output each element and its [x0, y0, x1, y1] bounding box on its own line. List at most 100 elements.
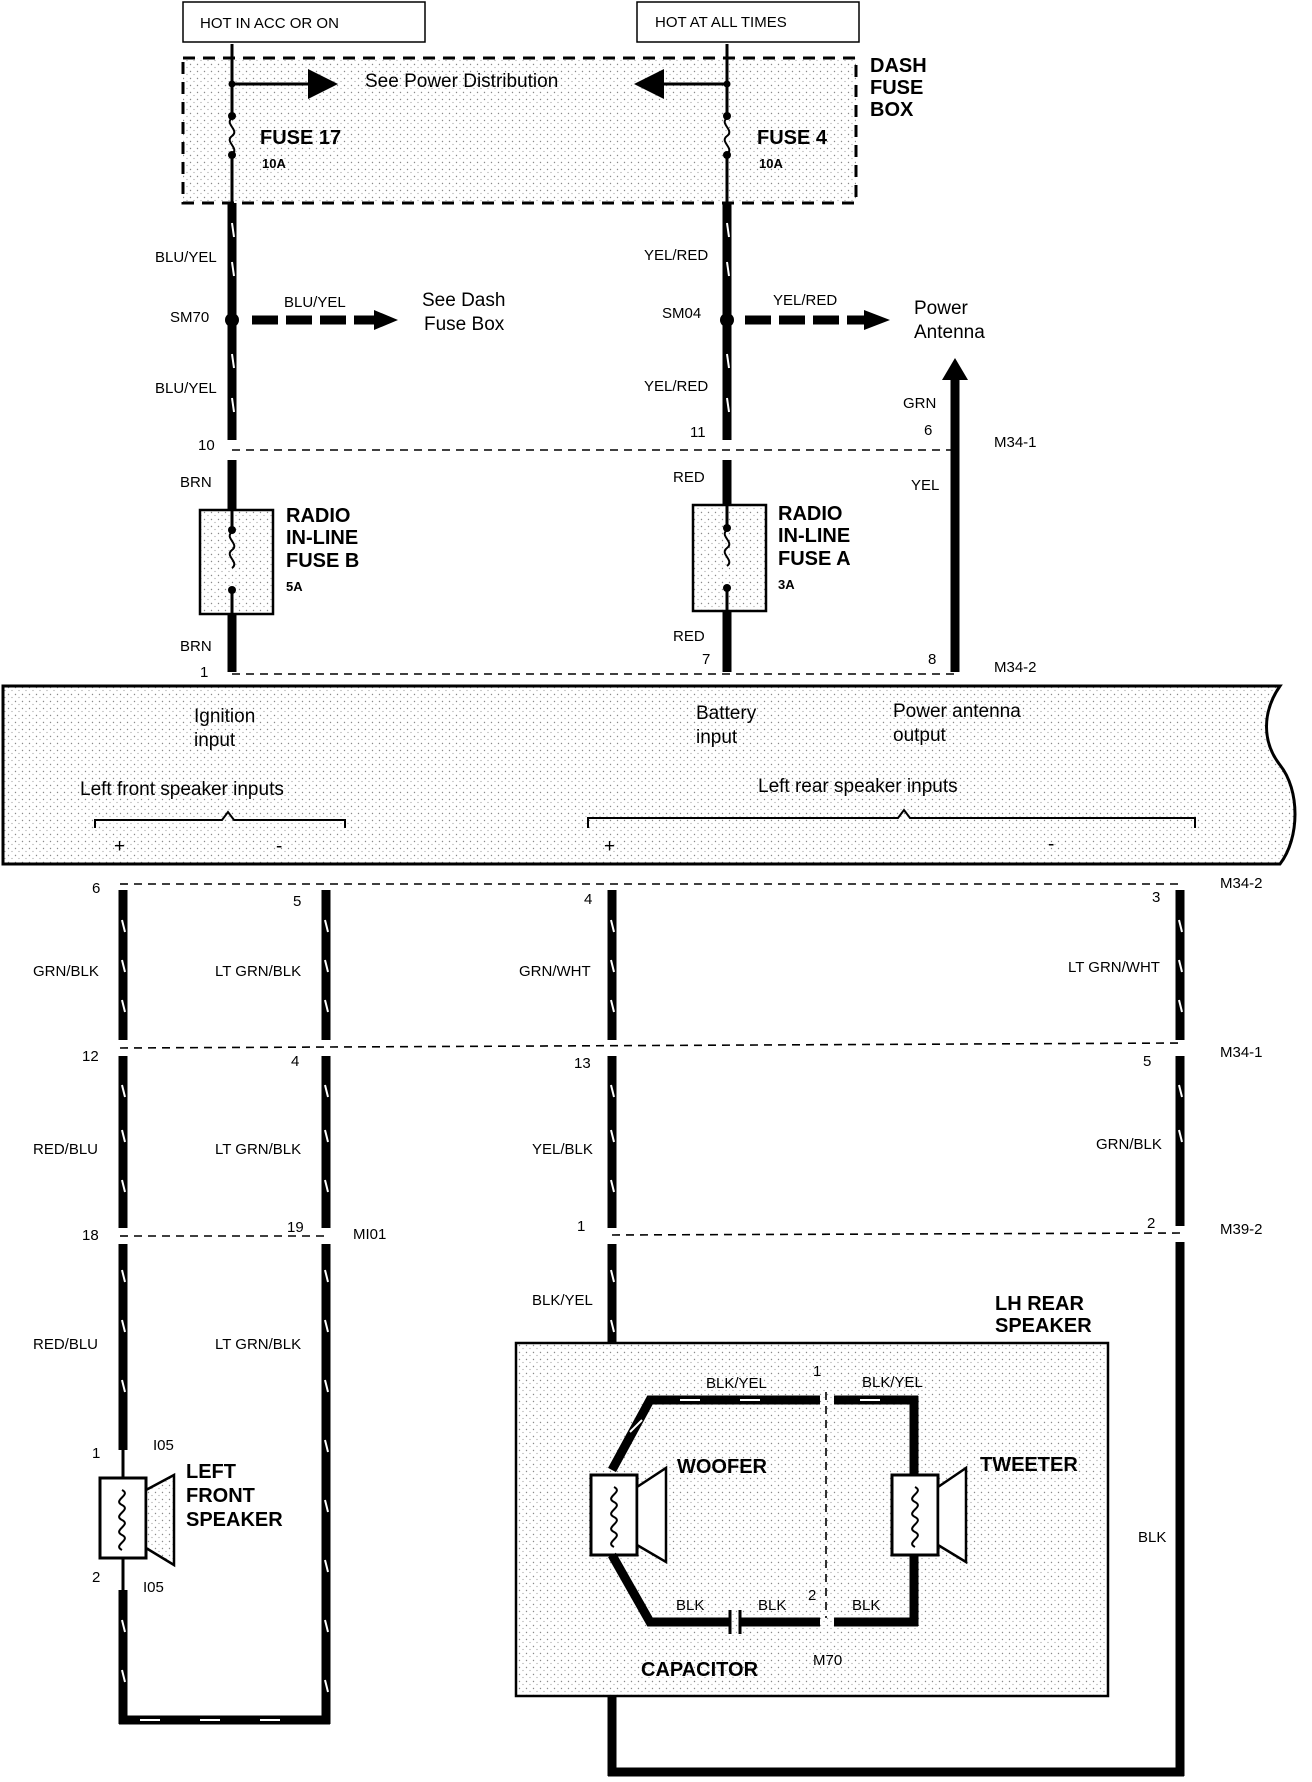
pin-10: 10	[198, 437, 215, 454]
power-antenna-1: Power	[914, 298, 969, 319]
wire-label-blk-cap-1: BLK	[676, 1597, 704, 1614]
supply-header-right: HOT AT ALL TIMES	[636, 1, 860, 43]
wire-label-yel: YEL	[911, 477, 939, 494]
antenna-output-2: output	[893, 725, 947, 746]
fuse-b-icon	[228, 531, 236, 569]
supply-header-right-text: HOT AT ALL TIMES	[655, 14, 787, 31]
lh-rear-speaker-1: LH REAR	[995, 1293, 1084, 1315]
wire-label-red-1: RED	[673, 469, 705, 486]
pin-12: 12	[82, 1048, 99, 1065]
fuse17-icon	[228, 117, 236, 155]
fuse17-rating: 10A	[262, 156, 286, 171]
wire-label-blk-yel: BLK/YEL	[532, 1292, 593, 1309]
wire-label-blk-yel-speaker-2: BLK/YEL	[862, 1374, 923, 1391]
capacitor-label: CAPACITOR	[641, 1659, 759, 1681]
pin-11: 11	[690, 424, 706, 441]
fuse4-name: FUSE 4	[757, 127, 828, 149]
tweeter-cone-icon	[936, 1465, 968, 1565]
wire-label-lt-grn-blk-2: LT GRN/BLK	[215, 1141, 301, 1158]
woofer-cone-icon	[635, 1465, 668, 1565]
wire-label-lt-grn-blk-3: LT GRN/BLK	[215, 1336, 301, 1353]
wire-label-grn-wht: GRN/WHT	[519, 963, 591, 980]
wire-left-front-return	[118, 1590, 330, 1725]
fuse-a-line-2: IN-LINE	[778, 525, 850, 547]
pin-5-lower: 5	[1143, 1053, 1151, 1070]
wire-label-grn-blk-2: GRN/BLK	[1096, 1136, 1162, 1153]
pin-2-m70: 2	[808, 1587, 816, 1604]
splice-sm70: SM70	[170, 309, 209, 326]
branch-sm04: YEL/RED Power Antenna	[745, 292, 985, 343]
supply-header-left: HOT IN ACC OR ON	[182, 1, 426, 43]
woofer-label: WOOFER	[677, 1456, 768, 1478]
wire-label-brn-2: BRN	[180, 638, 212, 655]
wire-label-blk-cap-2: BLK	[758, 1597, 786, 1614]
left-rear-speaker-inputs: Left rear speaker inputs	[758, 776, 958, 797]
fuse-a-line-3: FUSE A	[778, 548, 851, 570]
wire-label-red-blu-2: RED/BLU	[33, 1336, 98, 1353]
antenna-output-1: Power antenna	[893, 701, 1021, 722]
conn-m34-1-top: M34-1	[994, 434, 1037, 451]
left-front-speaker-3: SPEAKER	[186, 1509, 283, 1531]
fuse-b-line-2: IN-LINE	[286, 527, 358, 549]
conn-m34-2-bottom: M34-2	[1220, 875, 1263, 892]
wire-label-blk-right: BLK	[1138, 1529, 1166, 1546]
pin-6-top: 6	[924, 422, 932, 439]
wire-label-lt-grn-blk-1: LT GRN/BLK	[215, 963, 301, 980]
fuse-a-rating: 3A	[778, 577, 795, 592]
ignition-input-2: input	[194, 730, 236, 751]
wire-tick-marks	[121, 919, 1183, 1693]
fuse-b-line-3: FUSE B	[286, 550, 359, 572]
conn-m39-2: M39-2	[1220, 1221, 1263, 1238]
left-front-speaker: 1 I05 2 I05 LEFT FRONT SPEAKER	[92, 1437, 283, 1596]
connector-line-m34-1-bottom	[119, 1042, 1184, 1049]
pin-13: 13	[574, 1055, 591, 1072]
pin-4-upper: 4	[584, 891, 592, 908]
radio-inline-fuse-a: RADIO IN-LINE FUSE A 3A	[691, 503, 851, 613]
see-dash-fuse-box-2: Fuse Box	[424, 314, 505, 335]
left-front-speaker-1: LEFT	[186, 1461, 236, 1483]
wire-label-grn: GRN	[903, 395, 936, 412]
fuse-a-icon	[723, 529, 731, 567]
fuse-b-rating: 5A	[286, 579, 303, 594]
dash-fuse-box-title-1: DASH	[870, 55, 927, 77]
pin-1-m70: 1	[813, 1363, 821, 1380]
left-rear-brace	[587, 808, 1196, 828]
branch-sm70: BLU/YEL See Dash Fuse Box	[252, 290, 505, 335]
wire-label-grn-blk-1: GRN/BLK	[33, 963, 99, 980]
wire-label-yel-red-1: YEL/RED	[644, 247, 708, 264]
sm70-branch-color: BLU/YEL	[284, 294, 346, 311]
left-front-brace	[94, 810, 346, 828]
conn-m101: MI01	[353, 1226, 386, 1243]
dash-fuse-box: DASH FUSE BOX See Power Distribution FUS…	[181, 44, 927, 205]
ignition-input-1: Ignition	[194, 706, 255, 727]
pin-2-i05: 2	[92, 1569, 100, 1586]
fuse4-icon	[723, 117, 731, 155]
battery-input-2: input	[696, 727, 738, 748]
woofer-coil-icon	[610, 1486, 618, 1548]
fuse4-rating: 10A	[759, 156, 783, 171]
left-front-plus: +	[114, 836, 125, 857]
pin-1-top: 1	[200, 664, 208, 681]
pin-7: 7	[702, 651, 710, 668]
radio-inline-fuse-b: RADIO IN-LINE FUSE B 5A	[198, 505, 359, 616]
wire-label-red-blu-1: RED/BLU	[33, 1141, 98, 1158]
see-power-distribution: See Power Distribution	[365, 71, 558, 92]
wire-label-brn-1: BRN	[180, 474, 212, 491]
pin-3: 3	[1152, 889, 1160, 906]
speaker-coil-icon	[118, 1489, 126, 1551]
connector-line-m39-2	[611, 1232, 1184, 1236]
pin-6-bottom: 6	[92, 880, 100, 897]
wire-label-yel-red-2: YEL/RED	[644, 378, 708, 395]
lh-rear-speaker: LH REAR SPEAKER WOOFER TWEETER BLK/YEL B…	[514, 1293, 1110, 1698]
conn-m34-1-bottom: M34-1	[1220, 1044, 1263, 1061]
splice-sm04: SM04	[662, 305, 701, 322]
sm04-branch-color: YEL/RED	[773, 292, 837, 309]
left-front-speaker-2: FRONT	[186, 1485, 255, 1507]
fuse17-name: FUSE 17	[260, 127, 341, 149]
fuse-a-line-1: RADIO	[778, 503, 842, 525]
pin-1-m39: 1	[577, 1218, 585, 1235]
lh-rear-speaker-2: SPEAKER	[995, 1315, 1092, 1337]
wire-antenna-output	[942, 358, 968, 672]
